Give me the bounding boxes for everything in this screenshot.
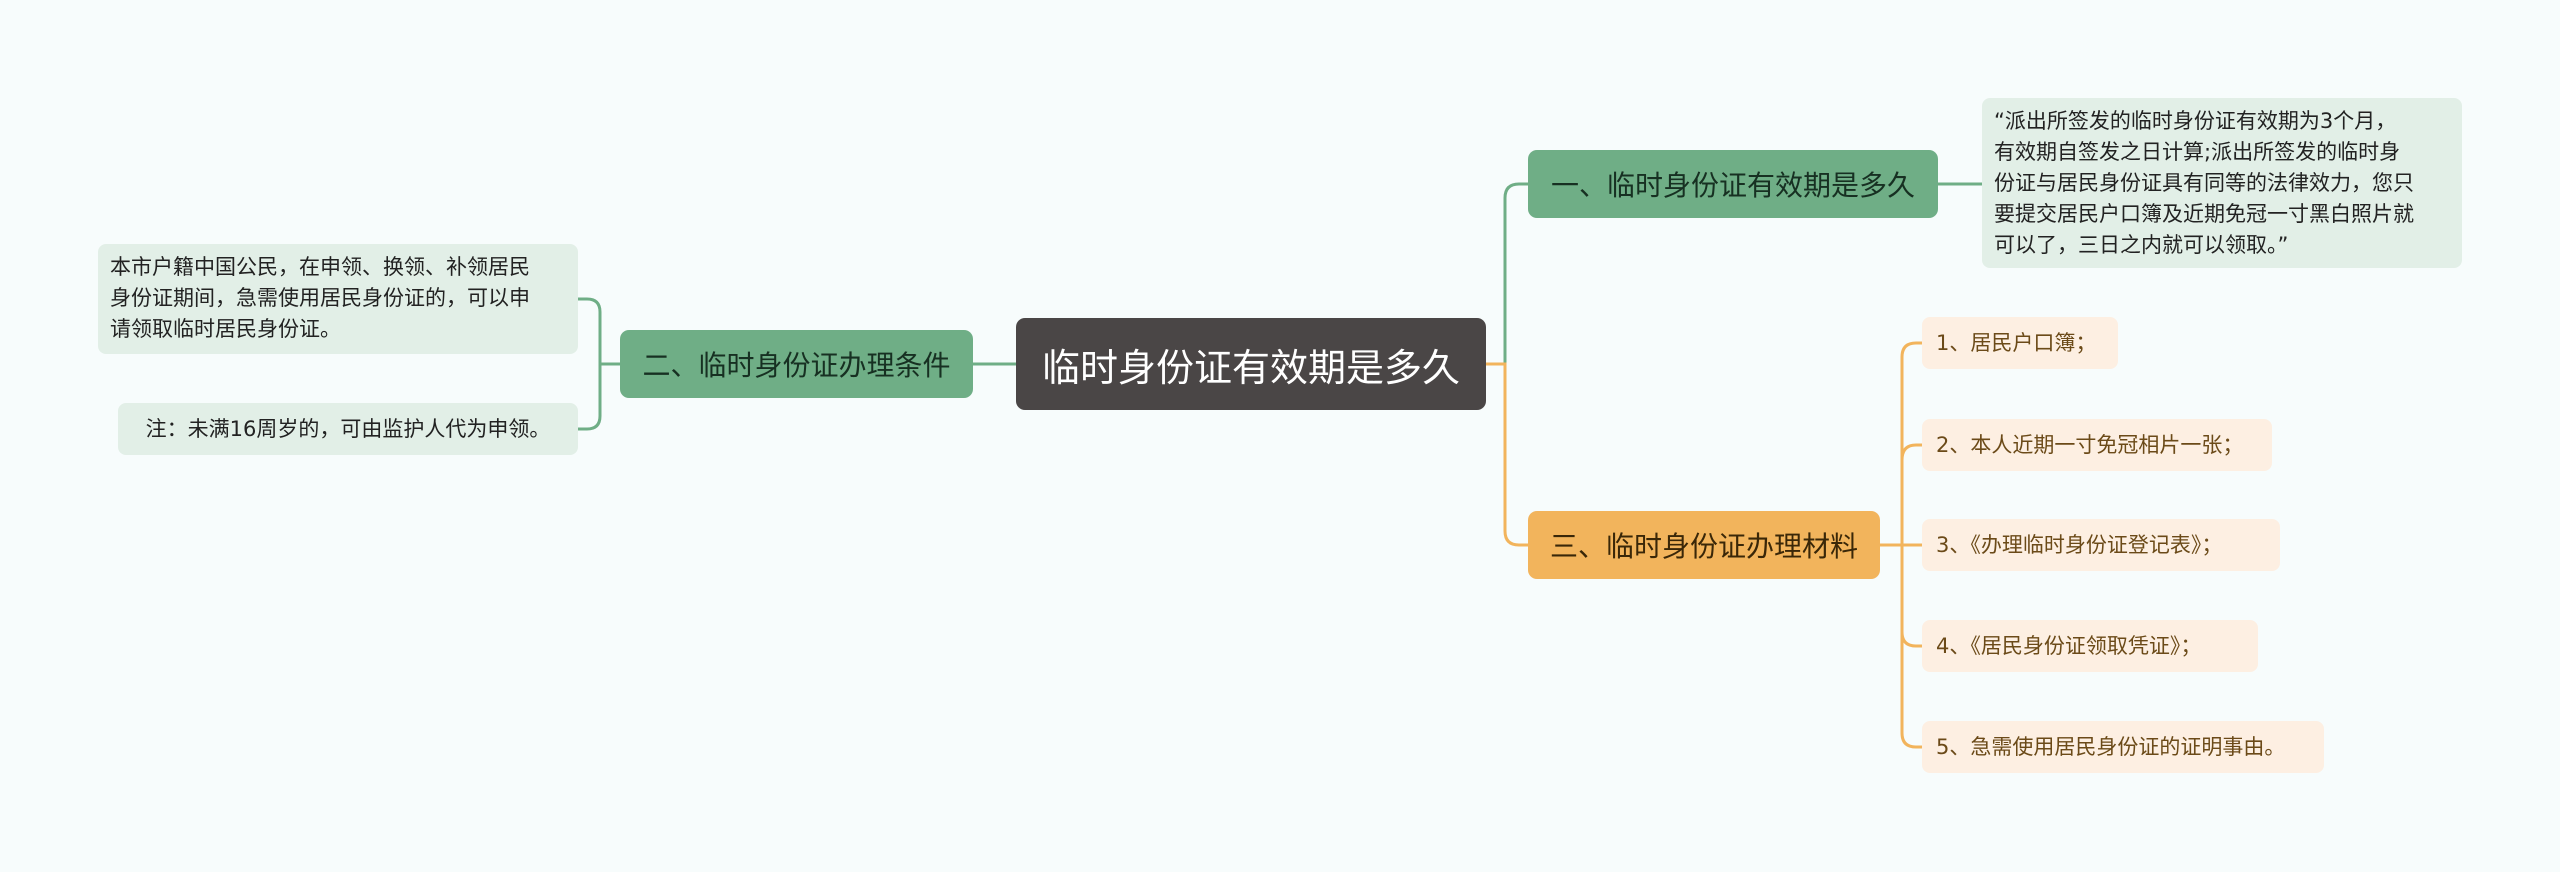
link-b3-item1: [1900, 341, 1922, 545]
material-item-3-text: 3、《办理临时身份证登记表》；: [1936, 532, 2223, 557]
material-item-5[interactable]: 5、急需使用居民身份证的证明事由。: [1922, 721, 2324, 773]
cond-line-1: 本市户籍中国公民，在申领、换领、补领居民: [110, 255, 530, 279]
leaf-conditions-text[interactable]: 本市户籍中国公民，在申领、换领、补领居民 身份证期间，急需使用居民身份证的，可以…: [98, 244, 578, 354]
link-b2-cond: [578, 297, 620, 366]
material-item-2[interactable]: 2、本人近期一寸免冠相片一张；: [1922, 419, 2272, 471]
cond-line-3: 请领取临时居民身份证。: [110, 317, 341, 341]
material-item-2-text: 2、本人近期一寸免冠相片一张；: [1936, 432, 2244, 457]
material-item-1[interactable]: 1、居民户口簿；: [1922, 317, 2118, 369]
branch-validity-label: 一、临时身份证有效期是多久: [1550, 169, 1915, 202]
material-item-1-text: 1、居民户口簿；: [1936, 330, 2097, 355]
material-item-4[interactable]: 4、《居民身份证领取凭证》；: [1922, 620, 2258, 672]
quote-line-4: 要提交居民户口簿及近期免冠一寸黑白照片就: [1994, 202, 2414, 226]
leaf-conditions-note[interactable]: 注：未满16周岁的，可由监护人代为申领。: [118, 403, 578, 455]
material-item-4-text: 4、《居民身份证领取凭证》；: [1936, 633, 2202, 658]
link-b3-item2: [1900, 443, 1922, 461]
branch-materials-label: 三、临时身份证办理材料: [1549, 530, 1858, 563]
root-topic[interactable]: 临时身份证有效期是多久: [1016, 318, 1486, 410]
quote-line-2: 有效期自签发之日计算;派出所签发的临时身: [1994, 140, 2401, 164]
branch-conditions-label: 二、临时身份证办理条件: [642, 349, 951, 382]
branch-conditions[interactable]: 二、临时身份证办理条件: [620, 330, 973, 398]
link-b3-item4: [1900, 545, 1922, 648]
cond-line-2: 身份证期间，急需使用居民身份证的，可以申: [110, 286, 530, 310]
cond-note-text: 注：未满16周岁的，可由监护人代为申领。: [145, 416, 551, 441]
material-item-5-text: 5、急需使用居民身份证的证明事由。: [1936, 734, 2286, 759]
branch-materials[interactable]: 三、临时身份证办理材料: [1528, 511, 1880, 579]
material-item-3[interactable]: 3、《办理临时身份证登记表》；: [1922, 519, 2280, 571]
link-b2-note: [578, 362, 620, 431]
quote-line-3: 份证与居民身份证具有同等的法律效力，您只: [1994, 171, 2414, 195]
link-root-b3: [1486, 362, 1528, 547]
link-b3-item5: [1900, 632, 1922, 749]
link-root-b1: [1486, 182, 1528, 366]
quote-line-5: 可以了，三日之内就可以领取。”: [1994, 233, 2289, 257]
quote-line-1: “派出所签发的临时身份证有效期为3个月，: [1994, 109, 2397, 133]
leaf-validity-quote[interactable]: “派出所签发的临时身份证有效期为3个月， 有效期自签发之日计算;派出所签发的临时…: [1982, 98, 2462, 268]
root-title: 临时身份证有效期是多久: [1041, 345, 1460, 390]
branch-validity[interactable]: 一、临时身份证有效期是多久: [1528, 150, 1938, 218]
